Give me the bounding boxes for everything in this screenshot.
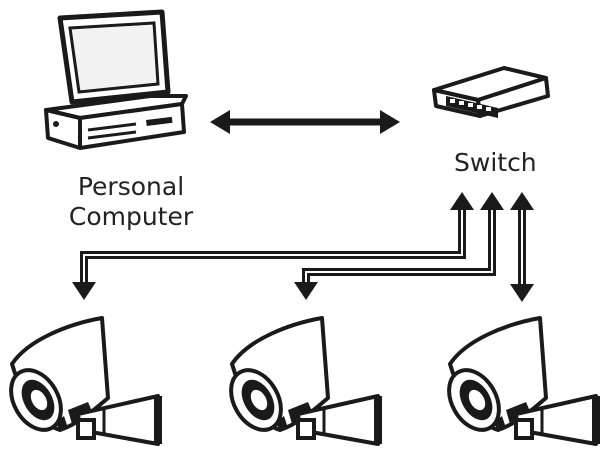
- security-camera-icon: [436, 316, 602, 446]
- network-switch-icon: [432, 66, 550, 120]
- switch-label: Switch: [454, 148, 537, 177]
- pc-switch-arrow: [210, 110, 400, 134]
- security-camera-icon: [218, 316, 384, 446]
- switch-to-camera-middle-arrow: [294, 192, 504, 300]
- desktop-computer-icon: [46, 12, 186, 148]
- switch-to-camera-right-arrow: [510, 192, 534, 302]
- personal-computer-label: Personal Computer: [68, 172, 194, 231]
- security-camera-icon: [0, 316, 164, 446]
- switch-to-camera-left-arrow: [72, 192, 474, 300]
